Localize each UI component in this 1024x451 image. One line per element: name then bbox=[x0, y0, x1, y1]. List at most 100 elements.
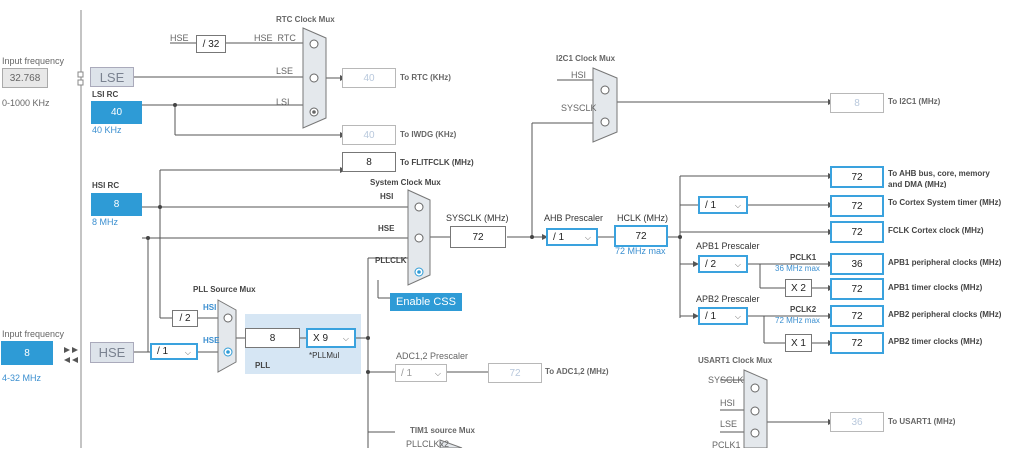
apb1-timer-multiplier: X 2 bbox=[785, 279, 812, 297]
pll-hse-label: HSE bbox=[203, 336, 220, 345]
usart1-lse-label: LSE bbox=[720, 419, 738, 429]
pll-hse-divider-value: / 1 bbox=[157, 346, 169, 357]
ahb-prescaler-value: / 1 bbox=[553, 231, 565, 243]
pll-label: PLL bbox=[255, 361, 271, 370]
chevron-down-icon: ⌵ bbox=[734, 201, 741, 210]
chevron-down-icon: ⌵ bbox=[584, 233, 591, 242]
apb2-timer-multiplier: X 1 bbox=[785, 334, 812, 352]
rtc-output-value: 40 bbox=[342, 68, 396, 88]
sysmux-hsi-label: HSI bbox=[380, 192, 394, 201]
pll-hse-divider-select[interactable]: / 1 ⌵ bbox=[150, 343, 198, 360]
apb2-peripheral-value[interactable]: 72 bbox=[830, 305, 884, 327]
system-clock-mux-title: System Clock Mux bbox=[370, 178, 441, 187]
usart1-clock-mux-title: USART1 Clock Mux bbox=[698, 356, 773, 365]
usart1-pclk1-label: PCLK1 bbox=[712, 440, 741, 450]
cortex-divider-value: / 1 bbox=[705, 199, 717, 211]
enable-css-button[interactable]: Enable CSS bbox=[390, 293, 462, 311]
i2c1-output-value: 8 bbox=[830, 93, 884, 113]
ahb-output-value[interactable]: 72 bbox=[830, 166, 884, 188]
pclk2-max-label: 72 MHz max bbox=[775, 316, 820, 325]
cortex-timer-value[interactable]: 72 bbox=[830, 195, 884, 217]
pclk1-label: PCLK1 bbox=[790, 253, 817, 262]
pll-source-mux bbox=[217, 299, 237, 373]
tim1-pllclk-label: PLLCLKx2 bbox=[406, 439, 450, 449]
rtc-hse-input-label: HSE bbox=[170, 33, 189, 43]
i2c1-clock-mux-title: I2C1 Clock Mux bbox=[556, 54, 616, 63]
rtc-output-label: To RTC (KHz) bbox=[400, 73, 451, 82]
pll-hsi-divider: / 2 bbox=[172, 310, 198, 327]
rtc-hse-divider: / 32 bbox=[196, 35, 226, 53]
hse-block: HSE bbox=[90, 342, 134, 363]
i2c1-sysclk-label: SYSCLK bbox=[561, 103, 597, 113]
usart1-output-value: 36 bbox=[830, 412, 884, 432]
chevron-down-icon: ⌵ bbox=[184, 347, 191, 357]
iwdg-output-value: 40 bbox=[342, 125, 396, 145]
rtc-lse-label: LSE bbox=[276, 66, 294, 76]
hsi-rc-label: HSI RC bbox=[92, 181, 120, 190]
adc-prescaler-label: ADC1,2 Prescaler bbox=[396, 351, 469, 361]
i2c1-clock-mux bbox=[592, 67, 618, 143]
fclk-value[interactable]: 72 bbox=[830, 221, 884, 243]
pclk2-label: PCLK2 bbox=[790, 305, 817, 314]
pll-input-value: 8 bbox=[245, 328, 300, 348]
lse-input-frequency-label: Input frequency bbox=[2, 56, 65, 66]
pll-multiplier-value: X 9 bbox=[313, 332, 329, 344]
chevron-down-icon: ⌵ bbox=[434, 369, 441, 378]
usart1-sysclk-label: SYSCLK bbox=[708, 375, 744, 385]
iwdg-output-label: To IWDG (KHz) bbox=[400, 130, 457, 139]
rtc-hse-rtc-label: HSE_RTC bbox=[254, 33, 296, 43]
tim1-source-mux-title: TIM1 source Mux bbox=[410, 426, 475, 435]
apb1-peripheral-value[interactable]: 36 bbox=[830, 253, 884, 275]
apb2-peripheral-label: APB2 peripheral clocks (MHz) bbox=[888, 310, 1002, 319]
lsi-frequency-label: 40 KHz bbox=[92, 125, 122, 135]
chevron-down-icon: ⌵ bbox=[734, 312, 741, 321]
apb2-prescaler-select[interactable]: / 1 ⌵ bbox=[698, 307, 748, 325]
pll-source-mux-title: PLL Source Mux bbox=[193, 285, 256, 294]
rtc-lsi-label: LSI bbox=[276, 97, 290, 107]
apb2-timer-value[interactable]: 72 bbox=[830, 332, 884, 354]
flitfclk-output-label: To FLITFCLK (MHz) bbox=[400, 158, 474, 167]
hsi-rc-value: 8 bbox=[91, 193, 142, 216]
hse-input-frequency-label: Input frequency bbox=[2, 329, 65, 339]
apb2-timer-label: APB2 timer clocks (MHz) bbox=[888, 337, 983, 346]
apb1-prescaler-select[interactable]: / 2 ⌵ bbox=[698, 255, 748, 273]
hclk-input[interactable]: 72 bbox=[614, 225, 668, 247]
chevron-down-icon: ⌵ bbox=[734, 260, 741, 269]
chevron-down-icon: ⌵ bbox=[342, 334, 349, 343]
hclk-label: HCLK (MHz) bbox=[617, 213, 668, 223]
cortex-timer-label: To Cortex System timer (MHz) bbox=[888, 198, 1002, 207]
hse-frequency-input[interactable]: 8 bbox=[1, 341, 53, 365]
apb2-prescaler-value: / 1 bbox=[705, 310, 717, 322]
apb1-timer-label: APB1 timer clocks (MHz) bbox=[888, 283, 983, 292]
sysmux-hse-label: HSE bbox=[378, 224, 395, 233]
pll-multiplier-select[interactable]: X 9 ⌵ bbox=[306, 328, 356, 348]
apb1-prescaler-value: / 2 bbox=[705, 258, 717, 270]
cortex-divider-select[interactable]: / 1 ⌵ bbox=[698, 196, 748, 214]
apb1-prescaler-label: APB1 Prescaler bbox=[696, 241, 760, 251]
flitfclk-output-value: 8 bbox=[342, 152, 396, 172]
rtc-clock-mux-title: RTC Clock Mux bbox=[276, 15, 335, 24]
hse-range-label: 4-32 MHz bbox=[2, 373, 42, 383]
fclk-label: FCLK Cortex clock (MHz) bbox=[888, 226, 984, 235]
ahb-output-label: To AHB bus, core, memory and DMA (MHz) bbox=[888, 169, 990, 188]
pll-multiplier-label: *PLLMul bbox=[309, 351, 340, 360]
lse-frequency-input[interactable]: 32.768 bbox=[2, 68, 48, 88]
sysmux-pllclk-label: PLLCLK bbox=[375, 256, 407, 265]
usart1-hsi-label: HSI bbox=[720, 398, 736, 408]
adc-prescaler-value: / 1 bbox=[401, 367, 413, 379]
apb1-peripheral-label: APB1 peripheral clocks (MHz) bbox=[888, 258, 1002, 267]
adc-prescaler-select[interactable]: / 1 ⌵ bbox=[395, 364, 447, 382]
adc-output-label: To ADC1,2 (MHz) bbox=[545, 367, 609, 376]
lsi-rc-label: LSI RC bbox=[92, 90, 119, 99]
ahb-prescaler-label: AHB Prescaler bbox=[544, 213, 604, 223]
lse-block: LSE bbox=[90, 67, 134, 87]
i2c1-output-label: To I2C1 (MHz) bbox=[888, 97, 941, 106]
sysclk-value: 72 bbox=[450, 226, 506, 248]
ahb-prescaler-select[interactable]: / 1 ⌵ bbox=[546, 228, 598, 246]
i2c1-hsi-label: HSI bbox=[571, 70, 587, 80]
sysclk-label: SYSCLK (MHz) bbox=[446, 213, 509, 223]
pclk1-max-label: 36 MHz max bbox=[775, 264, 820, 273]
apb1-timer-value[interactable]: 72 bbox=[830, 278, 884, 300]
usart1-output-label: To USART1 (MHz) bbox=[888, 417, 956, 426]
